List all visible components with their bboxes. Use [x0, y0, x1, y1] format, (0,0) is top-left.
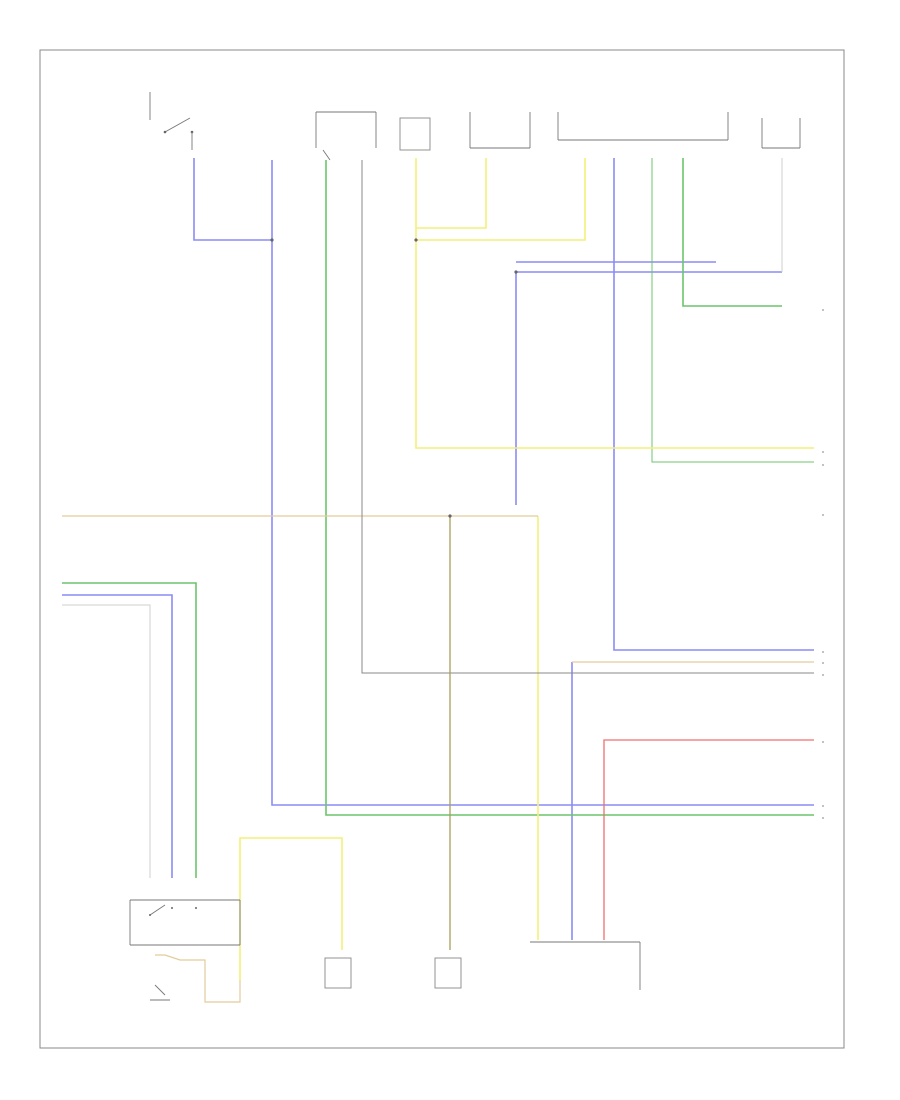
connector-bottom-2: [434, 957, 462, 989]
wire-blue-right-1: [515, 261, 782, 505]
splice-dot: [514, 270, 518, 274]
wire-green-top-right: [682, 158, 782, 307]
switch-block-bottom-left: [129, 899, 241, 946]
wire-gray-left: [62, 604, 151, 878]
wire-tan-sensor: [155, 954, 241, 1003]
wire-blue-left: [62, 594, 173, 878]
splice-dot: [270, 238, 274, 242]
wire-yellow-lower: [239, 837, 343, 980]
component-box-top-2: [399, 117, 431, 151]
splice-dot: [414, 238, 418, 242]
wire-green-main: [325, 160, 814, 816]
component-box-top-1: [315, 111, 377, 161]
wire-blue-right-2: [613, 158, 814, 651]
diagram-frame: [39, 49, 845, 1049]
wire-blue-ignition: [193, 158, 272, 241]
module-bottom-right: [530, 941, 641, 990]
wire-green-left: [62, 582, 197, 878]
component-box-top-3: [469, 112, 531, 149]
component-box-top-4: [557, 112, 729, 141]
wire-green-right: [651, 158, 814, 463]
splice-dot: [448, 514, 452, 518]
connector-bottom-1: [324, 957, 352, 989]
ignition-switch: [149, 92, 194, 150]
sensor-bottom-left: [150, 984, 170, 1001]
wire-red: [603, 739, 814, 940]
wire-yellow-main: [415, 158, 814, 449]
wire-blue-main: [271, 160, 814, 806]
wire-gray-main: [361, 160, 814, 674]
component-box-top-5: [761, 118, 801, 149]
wire-yellow-top: [416, 158, 586, 241]
right-terminals: [822, 309, 824, 819]
